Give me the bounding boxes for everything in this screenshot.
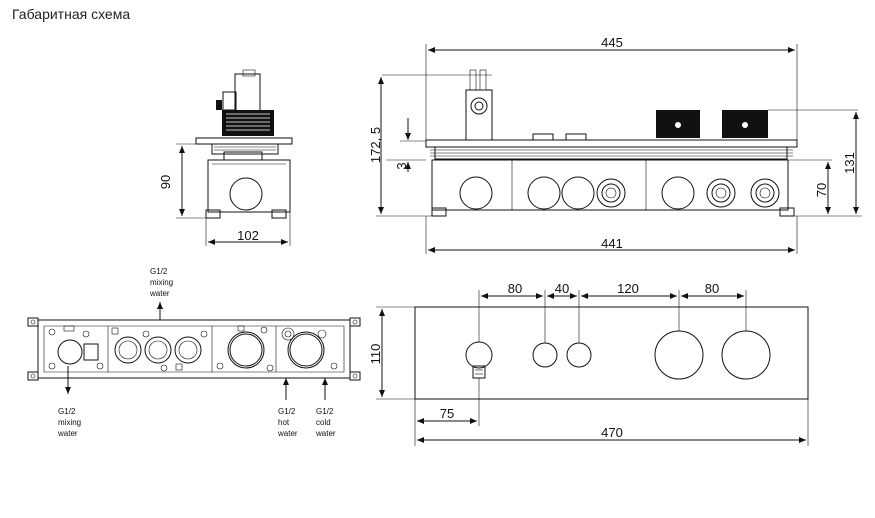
mixing-bottom-label-1: G1/2 [58,407,76,416]
mixing-top-label-3: water [149,289,170,298]
side-width-dim: 102 [237,228,259,243]
mixing-bottom-label-2: mixing [58,418,81,427]
front-overall-height-dim: 172, 5 [368,127,383,163]
face-view: 80 40 120 80 110 75 470 [368,281,809,446]
cold-label-2: cold [316,418,331,427]
side-height-dim: 90 [158,175,173,189]
page-title: Габаритная схема [12,6,131,22]
face-height-dim: 110 [368,344,383,365]
front-view: 445 [368,35,862,254]
front-offset-dim: 3 [394,162,409,169]
cold-label-1: G1/2 [316,407,334,416]
spacing-dim-4: 80 [705,281,719,296]
front-bottom-width-dim: 441 [601,236,623,251]
mixing-top-label-2: mixing [150,278,173,287]
mixing-top-label-1: G1/2 [150,267,168,276]
spacing-dim-3: 120 [617,281,639,296]
front-right-height-dim: 131 [842,152,857,174]
spacing-dim-2: 40 [555,281,569,296]
hot-label-2: hot [278,418,290,427]
side-view: 90 102 [158,69,293,246]
hot-label-3: water [277,429,298,438]
hot-label-1: G1/2 [278,407,296,416]
face-width-dim: 470 [601,425,623,440]
front-body-height-dim: 70 [814,183,829,197]
mixing-bottom-label-3: water [57,429,78,438]
front-top-width-dim: 445 [601,35,623,50]
cold-label-3: water [315,429,336,438]
spacing-dim-1: 80 [508,281,522,296]
face-offset-dim: 75 [440,406,454,421]
plan-view: G1/2 mixing water G1/2 mixing water G1/2… [27,267,361,438]
